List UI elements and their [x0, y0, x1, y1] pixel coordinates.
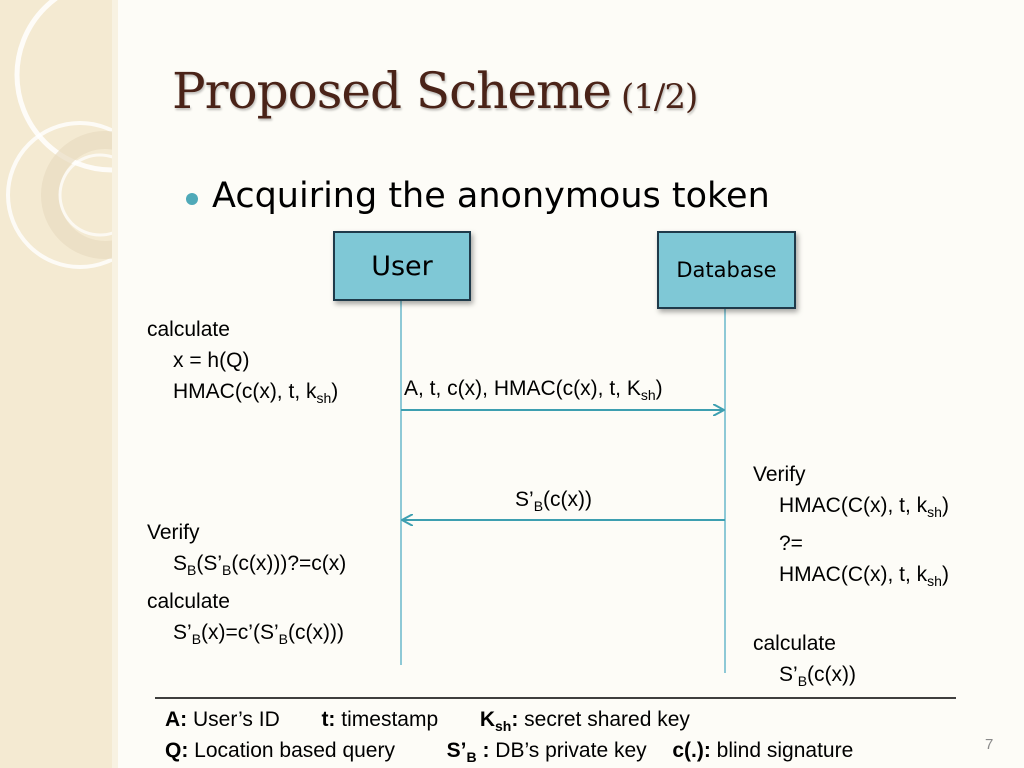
legend-item: t: timestamp: [321, 708, 439, 731]
db-step-line2: HMAC(C(x), t, ksh): [779, 494, 949, 521]
user-box-label: User: [371, 250, 433, 282]
legend-item: c(.): blind signature: [672, 739, 854, 762]
db-step-spacer: [753, 597, 949, 628]
legend-item: S’B : DB’s private key: [446, 739, 647, 766]
bullet-item: Acquiring the anonymous token: [186, 176, 770, 216]
database-box: Database: [657, 231, 796, 309]
legend-item: Ksh: secret shared key: [479, 708, 690, 735]
title-sub: (1/2): [620, 77, 698, 117]
strip-edge: [112, 0, 118, 768]
decorative-circles: [6, 0, 112, 269]
page-number: 7: [985, 736, 994, 753]
message1-label: A, t, c(x), HMAC(c(x), t, Ksh): [404, 377, 663, 404]
user-step2-line4: S’B(x)=c’(S’B(c(x))): [173, 621, 344, 648]
user-step2-line2: SB(S’B(c(x)))?=c(x): [173, 552, 347, 579]
database-step-annotation: Verify HMAC(C(x), t, ksh) ?= HMAC(C(x), …: [753, 459, 949, 698]
user-step1-annotation: calculate x = h(Q) HMAC(c(x), t, ksh): [147, 314, 338, 414]
message2-label: S’B(c(x)): [515, 488, 593, 515]
db-step-line3: ?=: [779, 532, 803, 556]
user-step2-annotation: Verify SB(S’B(c(x)))?=c(x) calculate S’B…: [147, 517, 346, 655]
user-step2-line1: Verify: [147, 521, 200, 544]
legend-item: Q: Location based query: [165, 739, 395, 762]
bullet-text: Acquiring the anonymous token: [212, 176, 770, 216]
db-step-line4: HMAC(C(x), t, ksh): [779, 563, 949, 590]
user-step1-line2: x = h(Q): [173, 349, 250, 372]
user-box: User: [333, 231, 471, 301]
legend-row-1: A: User’s ID t: timestamp Ksh: secret sh…: [165, 708, 690, 734]
title-main: Proposed Scheme: [172, 62, 612, 120]
user-step1-line1: calculate: [147, 318, 230, 341]
bullet-dot-icon: [186, 193, 198, 205]
legend-item: A: User’s ID: [165, 708, 280, 731]
user-step2-line3: calculate: [147, 590, 230, 614]
db-step-line5: calculate: [753, 632, 836, 656]
db-step-line1: Verify: [753, 463, 806, 486]
legend-row-2: Q: Location based query S’B : DB’s priva…: [165, 739, 853, 765]
db-step-line6: S’B(c(x)): [779, 663, 857, 690]
database-box-label: Database: [676, 258, 777, 282]
user-step1-line3: HMAC(c(x), t, ksh): [173, 380, 339, 407]
slide-title: Proposed Scheme(1/2): [172, 62, 698, 120]
decorative-side-strip: [0, 0, 112, 768]
